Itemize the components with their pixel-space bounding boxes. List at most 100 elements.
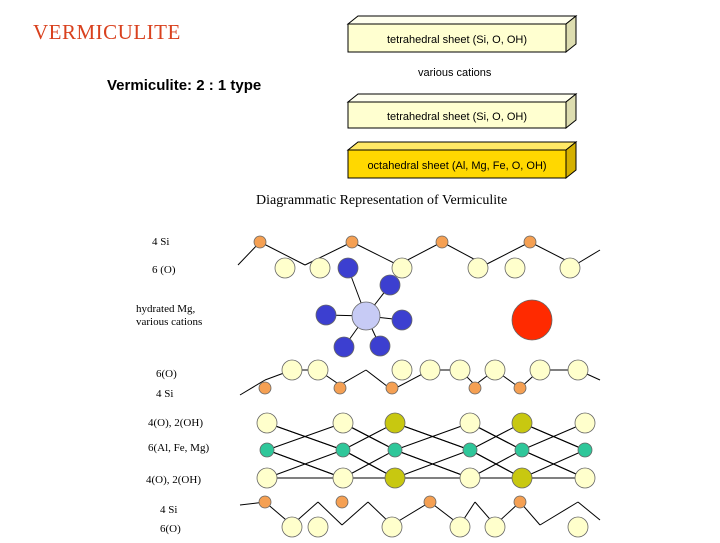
bond-line [266, 449, 344, 479]
water-molecule [315, 304, 337, 326]
silicon-atom [435, 235, 449, 249]
octahedral-metal-atom [335, 442, 351, 458]
silicon-atom [333, 381, 347, 395]
bond-lines [237, 241, 601, 526]
label-si-top: 4 Si [152, 236, 169, 248]
octahedral-metal-atom [259, 442, 275, 458]
label-hydrated-2: various cations [136, 316, 202, 328]
tetrahedral-sheet-middle: tetrahedral sheet (Si, O, OH) [346, 92, 578, 130]
oxygen-atom [307, 516, 329, 538]
hydroxyl-atom [384, 412, 406, 434]
oxygen-atom [274, 257, 296, 279]
oxygen-atom [309, 257, 331, 279]
label-o-oh-lower: 4(O), 2(OH) [146, 474, 201, 486]
bond-line [577, 501, 601, 521]
bond-line [266, 422, 344, 451]
octahedral-metal-atom [462, 442, 478, 458]
silicon-atom [335, 495, 349, 509]
silicon-atom [258, 495, 272, 509]
vermiculite-structure-diagram: 4 Si 6 (O) hydrated Mg, various cations … [130, 220, 610, 543]
diagram-title: Diagrammatic Representation of Vermiculi… [256, 193, 508, 208]
water-molecule [337, 257, 359, 279]
page-title: VERMICULITE [33, 20, 181, 44]
oxygen-atom [574, 412, 596, 434]
bond-line [539, 501, 579, 526]
sheet-stack-graphic: tetrahedral sheet (Si, O, OH) tetrahedra… [346, 14, 578, 180]
oxygen-atom [449, 359, 471, 381]
sheet-stack: tetrahedral sheet (Si, O, OH) tetrahedra… [340, 10, 580, 182]
label-o-lower: 6(O) [160, 523, 181, 535]
oxygen-atom [381, 516, 403, 538]
water-molecule [379, 274, 401, 296]
label-o-oh-upper: 4(O), 2(OH) [148, 417, 203, 429]
hydroxyl-atom [511, 467, 533, 489]
label-si-lower: 4 Si [160, 504, 177, 516]
bond-line [341, 501, 369, 526]
water-molecule [369, 335, 391, 357]
layer-labels: 4 Si 6 (O) hydrated Mg, various cations … [136, 236, 209, 535]
silicon-atom [385, 381, 399, 395]
bond-line [394, 449, 471, 479]
octahedral-sheet: octahedral sheet (Al, Mg, Fe, O, OH) [346, 140, 578, 180]
oxygen-atom [504, 257, 526, 279]
bond-line [259, 241, 306, 266]
water-molecule [391, 309, 413, 331]
hydroxyl-atom [511, 412, 533, 434]
atoms [253, 235, 596, 538]
label-si-upper: 4 Si [156, 388, 173, 400]
water-molecule [333, 336, 355, 358]
oxygen-atom [281, 516, 303, 538]
bond-line [351, 241, 399, 266]
oxygen-atom [529, 359, 551, 381]
hydroxyl-atom [384, 467, 406, 489]
oxygen-atom [459, 467, 481, 489]
bond-line [239, 379, 266, 396]
various-cations-label: various cations [418, 67, 492, 79]
silicon-atom [523, 235, 537, 249]
silicon-atom [258, 381, 272, 395]
label-octa: 6(Al, Fe, Mg) [148, 442, 209, 454]
bond-line [394, 422, 471, 451]
oxygen-atom [391, 359, 413, 381]
label-o-upper: 6(O) [156, 368, 177, 380]
octahedral-metal-atom [387, 442, 403, 458]
silicon-atom [253, 235, 267, 249]
label-hydrated-1: hydrated Mg, [136, 303, 196, 315]
silicon-atom [513, 381, 527, 395]
oxygen-atom [559, 257, 581, 279]
bond-line [521, 422, 586, 451]
oxygen-atom [567, 359, 589, 381]
oxygen-atom [467, 257, 489, 279]
oxygen-atom [484, 359, 506, 381]
oxygen-atom [459, 412, 481, 434]
bond-line [339, 369, 367, 386]
silicon-atom [423, 495, 437, 509]
silicon-atom [468, 381, 482, 395]
oxygen-atom [281, 359, 303, 381]
silicon-atom [513, 495, 527, 509]
hydrated-cation-center [351, 301, 381, 331]
bond-line [574, 249, 601, 266]
subtitle: Vermiculite: 2 : 1 type [107, 77, 262, 94]
oxygen-atom [332, 412, 354, 434]
oxygen-atom [256, 412, 278, 434]
oxygen-atom [391, 257, 413, 279]
tetrahedral-sheet-top: tetrahedral sheet (Si, O, OH) [346, 14, 578, 54]
label-o-top: 6 (O) [152, 264, 176, 276]
oxygen-atom [307, 359, 329, 381]
bond-line [484, 241, 531, 266]
oxygen-atom [256, 467, 278, 489]
large-cation [511, 299, 553, 341]
silicon-atom [345, 235, 359, 249]
structure-svg: 4 Si 6 (O) hydrated Mg, various cations … [136, 235, 601, 538]
oxygen-atom [419, 359, 441, 381]
oxygen-atom [574, 467, 596, 489]
oxygen-atom [449, 516, 471, 538]
octahedral-metal-atom [514, 442, 530, 458]
octahedral-metal-atom [577, 442, 593, 458]
oxygen-atom [484, 516, 506, 538]
bond-line [521, 449, 586, 479]
sheet-label-top: tetrahedral sheet (Si, O, OH) [387, 34, 527, 46]
bond-line [317, 501, 343, 526]
sheet-label-middle: tetrahedral sheet (Si, O, OH) [387, 111, 527, 123]
